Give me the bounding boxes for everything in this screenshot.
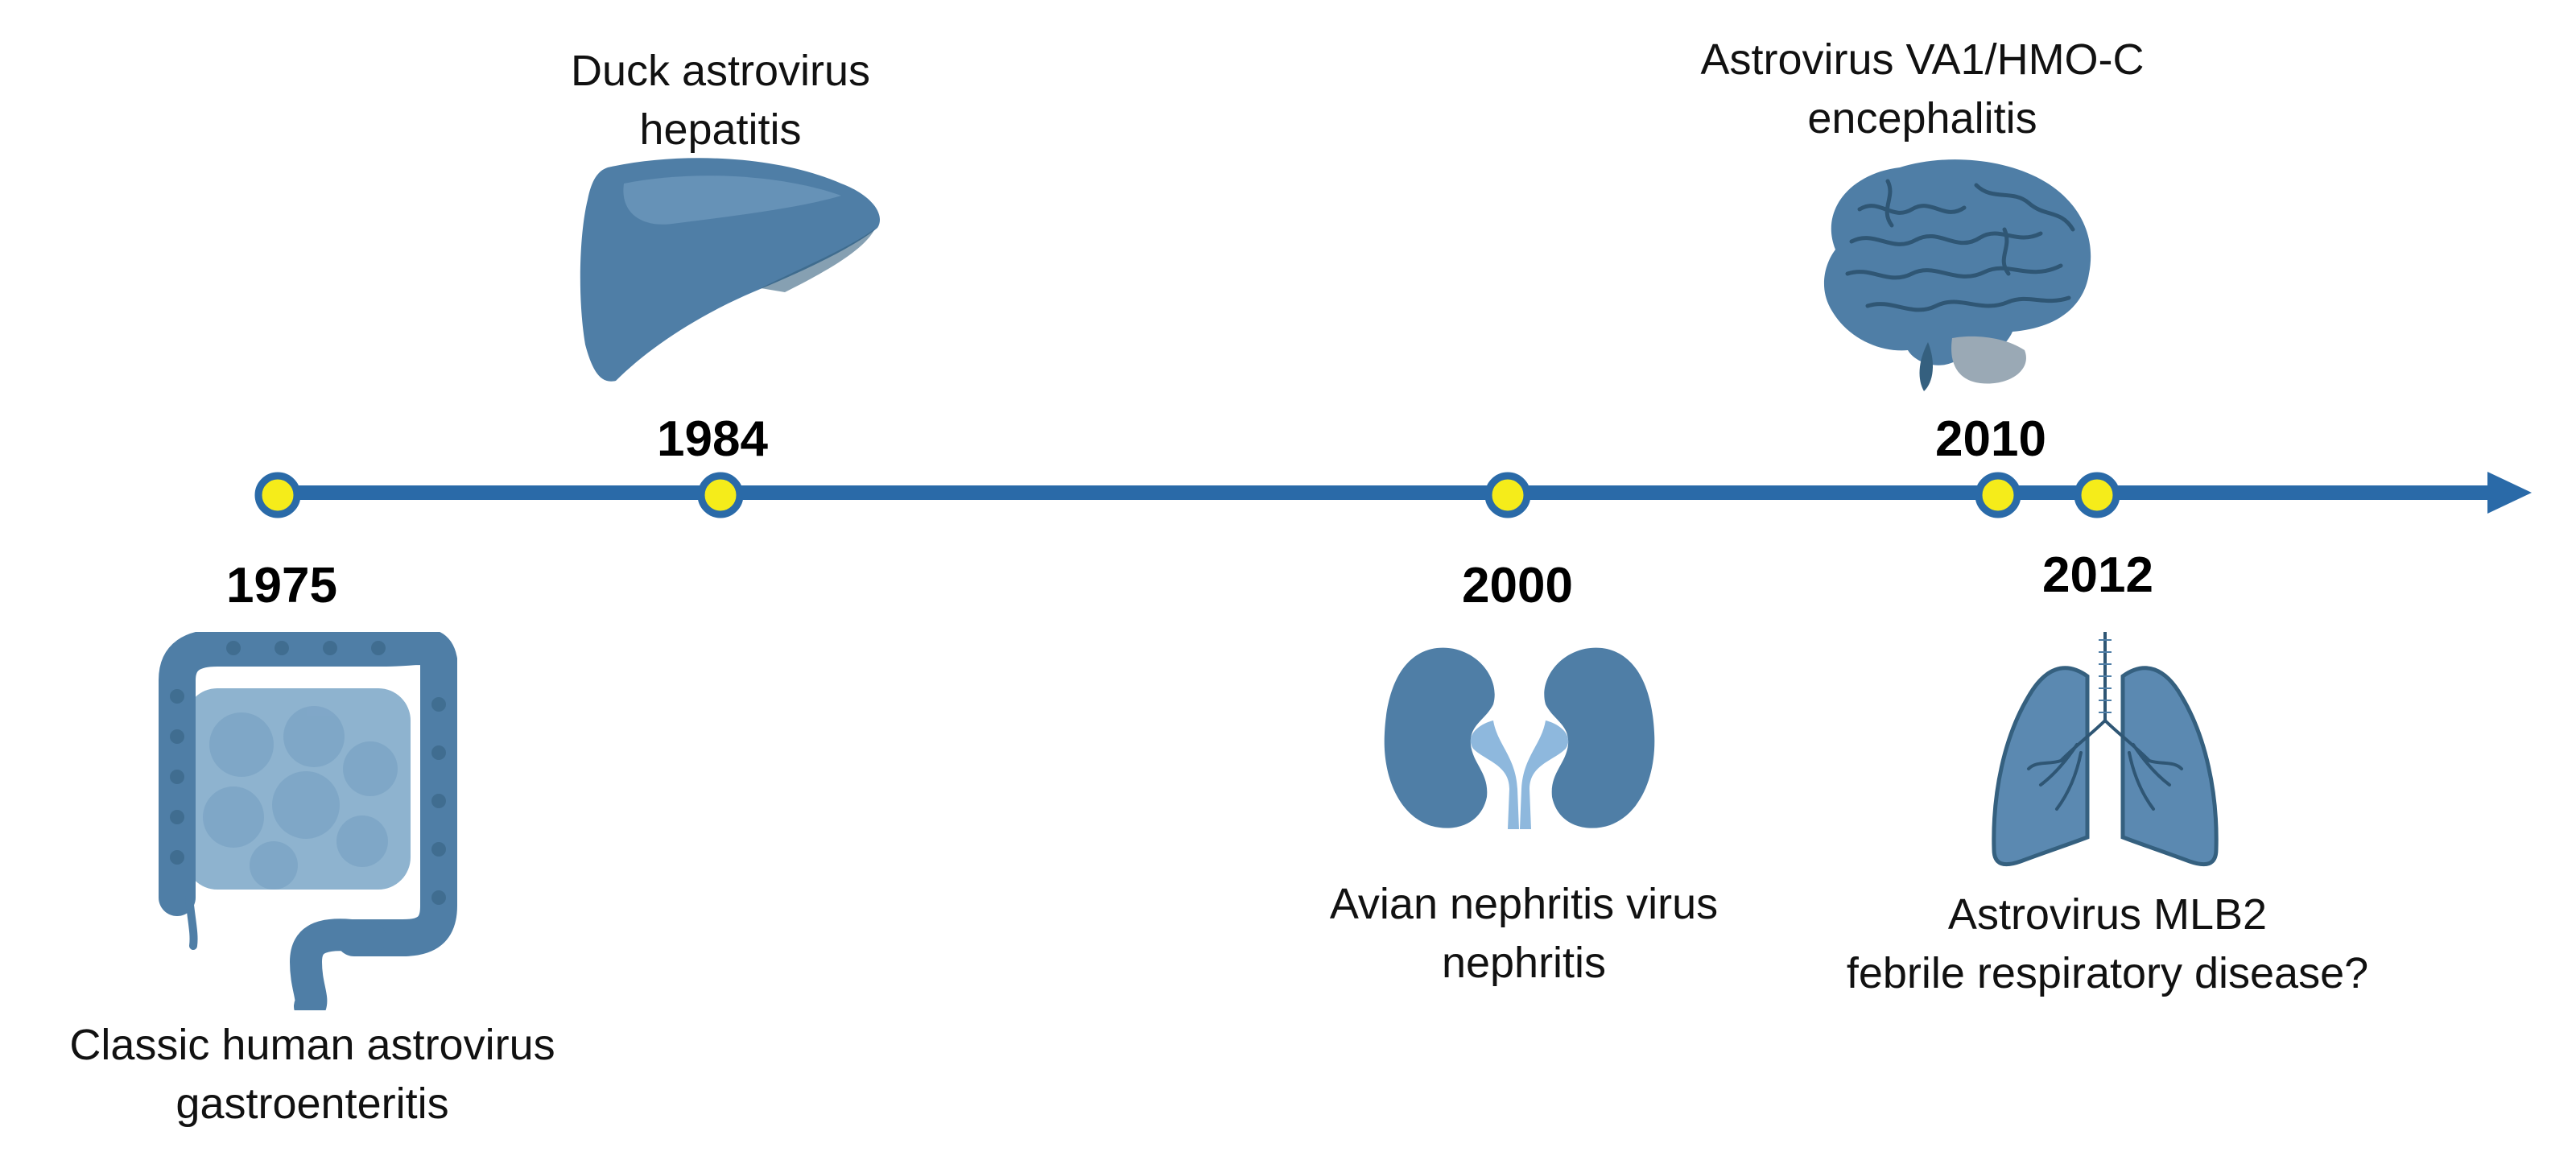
lungs-icon: [1992, 632, 2219, 867]
caption-1975-line-1: Classic human astrovirus: [69, 1021, 555, 1069]
caption-2010: Astrovirus VA1/HMO-C encephalitis: [1700, 31, 2144, 149]
caption-2000: Avian nephritis virus nephritis: [1330, 875, 1718, 993]
caption-2010-line-1: Astrovirus VA1/HMO-C: [1700, 35, 2145, 84]
timeline-marker-2010: [1975, 472, 2021, 518]
year-label-1984: 1984: [657, 411, 768, 467]
caption-2012-line-1: Astrovirus MLB2: [1947, 890, 2268, 939]
caption-2012-line-2: febrile respiratory disease?: [1846, 949, 2369, 998]
timeline-marker-1984: [697, 472, 744, 518]
caption-2012: Astrovirus MLB2 febrile respiratory dise…: [1847, 886, 2368, 1004]
timeline-marker-2012: [2074, 472, 2120, 518]
year-label-2010: 2010: [1935, 411, 2046, 467]
brain-icon: [1823, 159, 2091, 391]
timeline-arrowhead: [2487, 472, 2532, 514]
kidneys-icon: [1384, 647, 1655, 829]
liver-icon: [580, 158, 880, 382]
caption-1984: Duck astrovirus hepatitis: [571, 42, 870, 160]
year-label-2000: 2000: [1462, 558, 1573, 613]
caption-2010-line-2: encephalitis: [1807, 94, 2037, 143]
caption-1975-line-2: gastroenteritis: [175, 1080, 449, 1129]
intestine-icon: [159, 632, 457, 1010]
caption-1984-line-1: Duck astrovirus: [570, 47, 871, 95]
timeline-marker-2000: [1484, 472, 1531, 518]
caption-2000-line-2: nephritis: [1441, 939, 1607, 988]
year-label-1975: 1975: [226, 558, 337, 613]
timeline-marker-1975: [254, 472, 301, 518]
caption-1984-line-2: hepatitis: [639, 105, 802, 155]
year-label-2012: 2012: [2042, 547, 2153, 603]
caption-1975: Classic human astrovirus gastroenteritis: [69, 1016, 555, 1134]
caption-2000-line-1: Avian nephritis virus: [1329, 880, 1719, 928]
